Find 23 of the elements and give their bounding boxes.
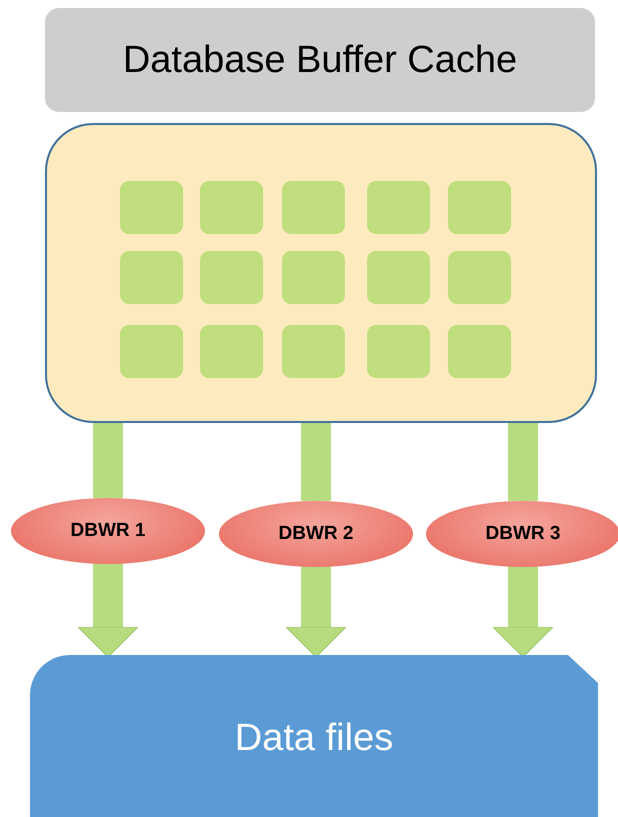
- buffer-block: [448, 251, 511, 304]
- buffer-block: [367, 325, 430, 378]
- buffer-block: [200, 181, 263, 234]
- buffer-block: [200, 325, 263, 378]
- title-box: [45, 8, 595, 112]
- buffer-block: [448, 181, 511, 234]
- buffer-block: [120, 251, 183, 304]
- buffer-block: [282, 251, 345, 304]
- buffer-block: [120, 181, 183, 234]
- node-label: DBWR 2: [278, 523, 354, 545]
- buffer-cache-panel: [45, 123, 597, 423]
- buffer-block: [120, 325, 183, 378]
- node-label: Data files: [234, 717, 394, 760]
- node-label: DBWR 3: [486, 523, 560, 545]
- buffer-block: [448, 325, 511, 378]
- buffer-block: [282, 181, 345, 234]
- node-label: Database Buffer Cache: [122, 38, 518, 82]
- buffer-block: [367, 181, 430, 234]
- data-files-box: [30, 655, 598, 817]
- node-label: DBWR 1: [70, 520, 146, 542]
- buffer-block: [200, 251, 263, 304]
- buffer-block: [367, 251, 430, 304]
- buffer-block: [282, 325, 345, 378]
